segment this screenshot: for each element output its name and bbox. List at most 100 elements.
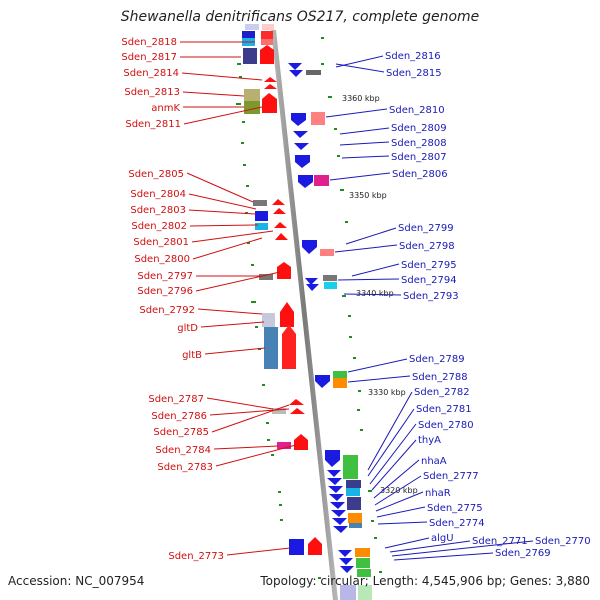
gene-label: Sden_2774: [429, 518, 485, 529]
gene-arrow: [315, 375, 330, 388]
gene-block: [314, 175, 329, 186]
gene-block: [356, 558, 370, 568]
gene-label: Sden_2770: [535, 536, 591, 547]
reverse-genes: [288, 63, 372, 600]
gene-label: Sden_2769: [495, 548, 551, 559]
gene-label: Sden_2808: [391, 138, 447, 149]
gene-block: [333, 378, 347, 388]
gene-label: Sden_2794: [401, 275, 457, 286]
scale-label: 3330 kbp: [368, 388, 406, 397]
gene-block: [253, 200, 267, 206]
gene-block: [262, 313, 275, 327]
gene-label: Sden_2789: [409, 354, 465, 365]
gene-arrow: [264, 84, 277, 89]
gene-arrow: [289, 70, 303, 77]
gene-label: nhaR: [425, 488, 451, 499]
gene-arrow: [340, 566, 354, 573]
gene-arrow: [325, 450, 340, 467]
forward-genes: [242, 31, 322, 555]
gene-label: Sden_2801: [133, 237, 189, 248]
gene-label: anmK: [151, 103, 180, 114]
gene-arrow: [294, 434, 308, 450]
gene-label: Sden_2796: [137, 286, 193, 297]
gene-label: Sden_2792: [139, 305, 195, 316]
gene-label: Sden_2783: [157, 462, 213, 473]
left-label-texts: Sden_2818 Sden_2817 Sden_2814 Sden_2813 …: [121, 37, 224, 562]
gene-arrow: [305, 278, 318, 285]
gene-arrow: [289, 399, 304, 405]
gene-label: Sden_2799: [398, 223, 454, 234]
gene-label: Sden_2798: [399, 241, 455, 252]
gene-block: [289, 539, 304, 555]
gene-arrow: [275, 233, 288, 240]
gene-block: [244, 89, 260, 101]
gene-block: [349, 523, 362, 528]
gene-arrow: [306, 284, 319, 291]
gene-arrow: [277, 262, 291, 279]
gene-label: algU: [431, 533, 454, 544]
gene-block: [343, 455, 358, 479]
gene-label: Sden_2797: [137, 271, 193, 282]
gene-label: Sden_2775: [427, 503, 483, 514]
scale-label: 3340 kbp: [356, 289, 394, 298]
gene-block: [261, 31, 273, 41]
gene-block: [358, 585, 372, 600]
gene-label: Sden_2810: [389, 105, 445, 116]
gene-label: Sden_2807: [391, 152, 447, 163]
gene-arrow: [264, 77, 277, 82]
gene-arrow: [295, 155, 310, 168]
gene-arrow: [328, 486, 343, 493]
gene-block: [346, 480, 361, 488]
gene-label: Sden_2806: [392, 169, 448, 180]
gene-arrow: [302, 240, 317, 254]
gene-label: gltB: [182, 350, 202, 361]
gene-arrow: [290, 408, 305, 414]
gene-label: Sden_2800: [134, 254, 190, 265]
gene-label: nhaA: [421, 456, 447, 467]
gene-label: Sden_2784: [155, 445, 211, 456]
gene-label: Sden_2818: [121, 37, 177, 48]
gene-label: Sden_2787: [148, 394, 204, 405]
gene-label: Sden_2813: [124, 87, 180, 98]
gene-label: Sden_2795: [401, 260, 457, 271]
gene-arrow: [294, 143, 309, 150]
gene-block: [243, 48, 257, 64]
gene-label: Sden_2782: [414, 387, 470, 398]
gene-arrow: [327, 478, 342, 485]
scale-label: 3360 kbp: [342, 94, 380, 103]
gene-label: Sden_2809: [391, 123, 447, 134]
gene-arrow: [291, 113, 306, 126]
track-ticks: [236, 37, 382, 579]
gene-block: [277, 442, 291, 449]
accession-text: Accession: NC_007954: [8, 574, 145, 588]
gene-label: Sden_2804: [130, 189, 186, 200]
genome-title: Shewanella denitrificans OS217, complete…: [120, 9, 480, 25]
gene-label: Sden_2771: [472, 536, 528, 547]
gene-block: [255, 211, 268, 221]
gene-label: Sden_2793: [403, 291, 459, 302]
gene-label: Sden_2780: [418, 420, 474, 431]
gene-label: Sden_2814: [123, 68, 179, 79]
gene-arrow: [338, 550, 352, 557]
right-labels: [325, 55, 534, 561]
gene-arrow: [332, 518, 347, 525]
genome-summary-text: Topology: circular; Length: 4,545,906 bp…: [260, 574, 590, 588]
gene-label: Sden_2811: [125, 119, 181, 130]
gene-label: Sden_2788: [412, 372, 468, 383]
gene-label: Sden_2786: [151, 411, 207, 422]
gene-arrow: [288, 63, 302, 70]
gene-label: Sden_2803: [130, 205, 186, 216]
gene-block: [242, 31, 255, 42]
gene-arrow: [293, 131, 308, 138]
genome-backbone: [271, 30, 338, 600]
gene-block: [333, 371, 347, 378]
scale-label: 3350 kbp: [349, 191, 387, 200]
gene-label: thyA: [418, 435, 441, 446]
gene-block: [272, 408, 286, 414]
gene-block: [244, 101, 260, 114]
gene-block: [346, 488, 360, 496]
gene-label: Sden_2773: [168, 551, 224, 562]
gene-label: Sden_2817: [121, 52, 177, 63]
gene-block: [311, 112, 325, 125]
